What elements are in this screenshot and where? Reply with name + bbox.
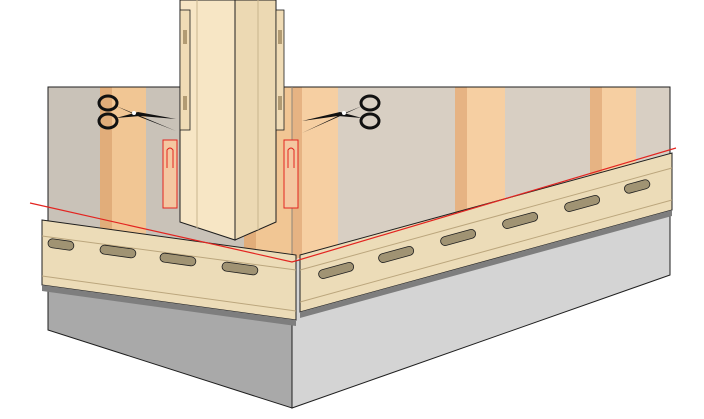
outside-corner-post (179, 0, 285, 241)
scissors-icon (302, 94, 381, 133)
scissors-icon (97, 94, 176, 131)
cut-slot-marker (283, 139, 299, 209)
chalk-guide-line (29, 147, 677, 263)
starter-strip (299, 152, 673, 318)
cut-slot-marker (162, 139, 178, 209)
wall-outline (47, 86, 671, 230)
